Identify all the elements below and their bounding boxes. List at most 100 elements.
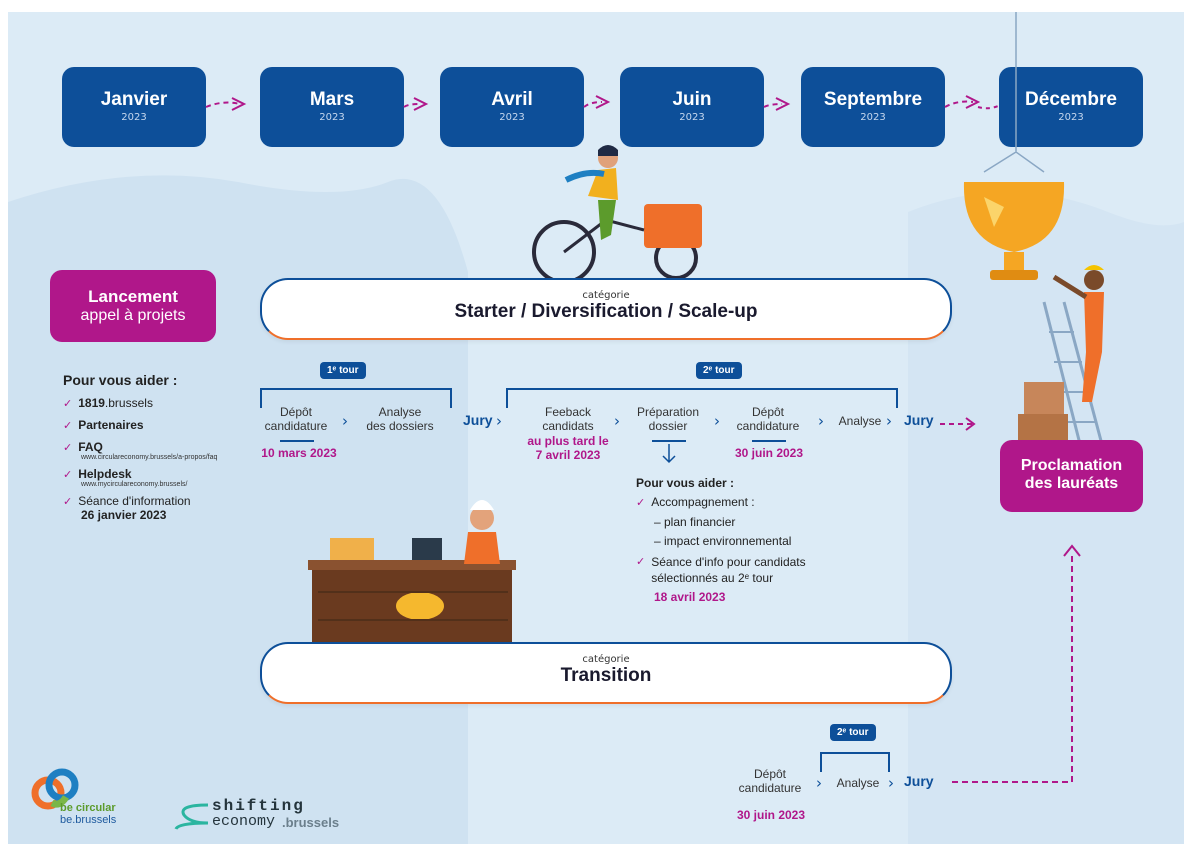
round1-bracket-right bbox=[450, 388, 452, 408]
cargo-bike-illustration bbox=[532, 145, 702, 284]
be-circular-logo-mark bbox=[31, 768, 79, 810]
category-label: catégorie bbox=[582, 654, 630, 665]
help-mid-panel: Pour vous aider : ✓Accompagnement : – pl… bbox=[636, 474, 866, 604]
year-label: 2023 bbox=[499, 112, 525, 123]
help-mid-item-2: ✓Séance d'info pour candidats sélectionn… bbox=[636, 555, 806, 585]
proclamation-title: Proclamation bbox=[1020, 457, 1123, 474]
chevron-right-icon: › bbox=[496, 412, 502, 430]
transition-depot: Dépôt candidature bbox=[738, 767, 802, 795]
round2-badge: 2ᵉ tour bbox=[696, 362, 742, 379]
chevron-right-icon: › bbox=[714, 412, 720, 430]
dashed-arrow-to-proclamation bbox=[940, 417, 976, 431]
month-label: Décembre bbox=[1025, 89, 1117, 110]
round2-depot-date: 30 juin 2023 bbox=[734, 446, 804, 460]
preparation-underline bbox=[652, 440, 686, 442]
help-mid-title: Pour vous aider : bbox=[636, 476, 735, 490]
seance-date: 26 janvier 2023 bbox=[81, 508, 167, 522]
round2-feedback-date: au plus tard le 7 avril 2023 bbox=[527, 434, 609, 462]
timeline-month-septembre: Septembre 2023 bbox=[801, 67, 945, 147]
chevron-right-icon: › bbox=[886, 412, 892, 430]
round1-depot-underline bbox=[280, 440, 314, 442]
launch-title: Lancement bbox=[88, 287, 178, 306]
round2-bracket bbox=[506, 388, 898, 390]
month-label: Mars bbox=[309, 89, 355, 110]
round2-bracket-left bbox=[506, 388, 508, 408]
help-item-bold: 1819 bbox=[78, 396, 105, 410]
month-label: Janvier bbox=[100, 89, 168, 110]
year-label: 2023 bbox=[860, 112, 886, 123]
timeline-month-mars: Mars 2023 bbox=[260, 67, 404, 147]
be-brussels-text: be.brussels bbox=[60, 814, 117, 826]
shifting-text: shifting bbox=[212, 797, 305, 815]
chevron-right-icon: › bbox=[342, 412, 348, 430]
round1-jury: Jury bbox=[463, 412, 493, 428]
help-mid-sub-2: – impact environnemental bbox=[654, 534, 792, 548]
bakery-counter-illustration bbox=[308, 500, 516, 648]
round2-jury: Jury bbox=[904, 412, 934, 428]
round2-feedback: Feeback candidats bbox=[542, 405, 594, 433]
round1-analyse: Analyse des dossiers bbox=[366, 405, 434, 433]
be-circular-text: be circular bbox=[60, 802, 116, 814]
timeline-month-decembre: Décembre 2023 bbox=[999, 67, 1143, 147]
help-item-rest: Séance d'information bbox=[78, 494, 191, 508]
infographic-canvas: Janvier 2023 Mars 2023 Avril 2023 Juin 2… bbox=[8, 12, 1184, 844]
year-label: 2023 bbox=[319, 112, 345, 123]
shifting-economy-logo-mark bbox=[174, 803, 209, 830]
timeline-month-juin: Juin 2023 bbox=[620, 67, 764, 147]
help-mid-date: 18 avril 2023 bbox=[654, 590, 726, 604]
help-mid-sub-1: – plan financier bbox=[654, 515, 736, 529]
economy-text: economy bbox=[212, 813, 276, 830]
chevron-right-icon: › bbox=[614, 412, 620, 430]
trophy-ladder-illustration bbox=[963, 152, 1106, 452]
transition-bracket-left bbox=[820, 752, 822, 772]
category-starter-box: catégorie Starter / Diversification / Sc… bbox=[260, 278, 952, 340]
help-left-panel: Pour vous aider : ✓1819.brussels ✓Parten… bbox=[63, 372, 263, 522]
timeline-month-avril: Avril 2023 bbox=[440, 67, 584, 147]
category-transition-box: catégorie Transition bbox=[260, 642, 952, 704]
help-mid-item-text: Accompagnement : bbox=[651, 495, 755, 509]
shifting-economy-logo: shifting economy .brussels bbox=[174, 797, 414, 833]
transition-date: 30 juin 2023 bbox=[736, 808, 806, 822]
round2-depot-underline bbox=[752, 440, 786, 442]
transition-bracket-right bbox=[888, 752, 890, 772]
timeline-month-janvier: Janvier 2023 bbox=[62, 67, 206, 147]
help-item-bold: Helpdesk bbox=[78, 467, 132, 481]
year-label: 2023 bbox=[121, 112, 147, 123]
round1-bracket-left bbox=[260, 388, 262, 408]
helpdesk-url[interactable]: www.mycirculareconomy.brussels/ bbox=[81, 481, 188, 488]
transition-analyse: Analyse bbox=[836, 776, 880, 790]
round1-date: 10 mars 2023 bbox=[261, 446, 337, 460]
year-label: 2023 bbox=[679, 112, 705, 123]
category-name: Starter / Diversification / Scale-up bbox=[454, 301, 758, 322]
launch-box: Lancement appel à projets bbox=[50, 270, 216, 342]
arrow-down-icon bbox=[662, 444, 676, 464]
round1-badge: 1ᵉ tour bbox=[320, 362, 366, 379]
round2-depot: Dépôt candidature bbox=[736, 405, 800, 433]
faq-url[interactable]: www.circulareconomy.brussels/a-propos/fa… bbox=[81, 454, 218, 461]
be-circular-logo: be circular be.brussels bbox=[30, 767, 170, 833]
help-mid-item-1: ✓Accompagnement : bbox=[636, 495, 755, 509]
category-label: catégorie bbox=[582, 290, 630, 301]
round2-preparation: Préparation dossier bbox=[636, 405, 700, 433]
help-item-partenaires: ✓Partenaires bbox=[63, 418, 144, 432]
chevron-right-icon: › bbox=[818, 412, 824, 430]
proclamation-subtitle: des lauréats bbox=[1024, 475, 1119, 492]
chevron-right-icon: › bbox=[816, 774, 822, 792]
help-mid-item-text: Séance d'info pour candidats sélectionné… bbox=[651, 555, 806, 585]
year-label: 2023 bbox=[1058, 112, 1084, 123]
category-name: Transition bbox=[560, 665, 652, 686]
dashed-path-up-arrow bbox=[952, 544, 1081, 783]
month-label: Septembre bbox=[823, 89, 923, 110]
launch-subtitle: appel à projets bbox=[80, 307, 186, 324]
round2-analyse: Analyse bbox=[838, 414, 882, 428]
help-left-title: Pour vous aider : bbox=[63, 372, 178, 388]
proclamation-box: Proclamation des lauréats bbox=[1000, 440, 1143, 512]
chevron-right-icon: › bbox=[888, 774, 894, 792]
month-label: Avril bbox=[491, 89, 533, 110]
round2-bracket-right bbox=[896, 388, 898, 408]
brussels-text: .brussels bbox=[282, 815, 340, 830]
help-item-rest: .brussels bbox=[104, 396, 153, 410]
